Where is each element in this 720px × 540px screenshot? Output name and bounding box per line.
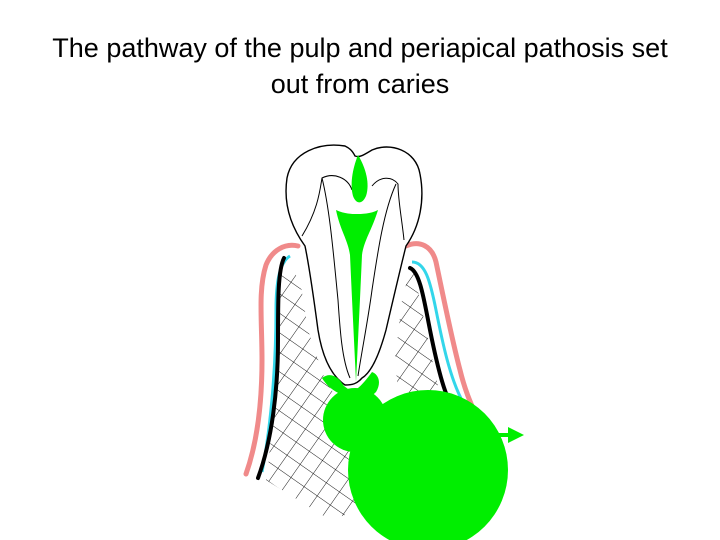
lamina-dura-right	[408, 266, 450, 400]
gingiva-left	[243, 242, 301, 477]
gingiva-right	[403, 241, 481, 423]
pulp-horn	[351, 155, 368, 203]
abscess	[348, 390, 508, 540]
arrow-right-icon	[508, 427, 524, 443]
lamina-dura-left	[256, 256, 286, 480]
title-line-1: The pathway of the pulp and periapical p…	[52, 33, 668, 63]
alveolar-bone-left	[266, 258, 360, 520]
pulp-chamber	[336, 210, 378, 382]
title-line-2: out from caries	[270, 69, 450, 99]
periodontal-ligament-right	[411, 260, 466, 405]
slide-title: The pathway of the pulp and periapical p…	[20, 30, 700, 102]
root-canal-walls	[321, 177, 397, 379]
alveolar-bone-right	[395, 262, 455, 420]
